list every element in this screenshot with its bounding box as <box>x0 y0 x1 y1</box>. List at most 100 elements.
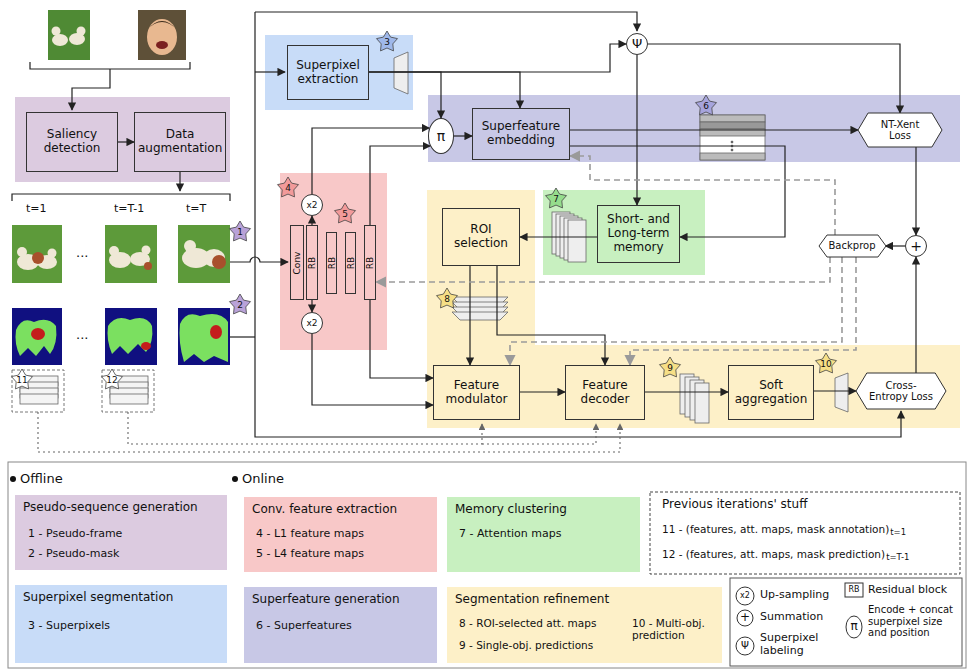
text-group: Cross-Entropy Loss <box>869 380 933 403</box>
legend-label: Up-sampling <box>760 589 829 602</box>
symbol-glyph: Ψ <box>741 640 749 652</box>
feature-stack <box>12 52 848 423</box>
feature-stack <box>102 370 154 412</box>
text-label: 7 - Attention maps <box>459 528 561 541</box>
flow-arrow <box>520 236 597 237</box>
legend-frame <box>845 583 863 597</box>
pseudo-frame <box>178 225 230 283</box>
node-label: RB <box>345 257 355 269</box>
flow-arrow <box>648 44 900 113</box>
callout-number: 9 <box>667 363 673 373</box>
legend-label: Residual block <box>868 584 947 597</box>
loss-hexagon: NT-Xent Loss <box>858 113 942 147</box>
operator-circle: Ψ <box>626 33 648 55</box>
legend-label: Summation <box>760 611 823 624</box>
flow-arrow <box>311 216 312 225</box>
process-box: Superpixel extraction <box>287 45 369 100</box>
callout-star <box>660 357 681 377</box>
text-label: t=1 <box>26 203 47 216</box>
wire <box>72 69 110 110</box>
pseudo-mask <box>12 308 230 365</box>
text-group: Superpixel extraction <box>291 59 365 87</box>
callout-star <box>335 203 356 223</box>
wire <box>230 336 255 337</box>
node-label: Data augmentation <box>138 128 222 156</box>
text-group: + <box>910 238 922 254</box>
text-group: Feature decoder <box>569 379 641 407</box>
legend-frame <box>736 637 754 655</box>
node-label: Feature decoder <box>569 379 641 407</box>
feature-stack <box>835 373 848 412</box>
region-band <box>427 190 960 428</box>
symbol-glyph: + <box>740 611 750 625</box>
process-box: Short- and Long-term memory <box>597 205 680 263</box>
feature-stack <box>731 141 733 143</box>
callout-star <box>546 188 567 208</box>
feature-stack <box>20 394 58 404</box>
node-label: Saliency detection <box>30 128 114 156</box>
text-label: ... <box>76 246 88 261</box>
input-photo <box>48 10 90 60</box>
hexagon-outline <box>819 235 886 257</box>
legend-label: Memory clustering <box>455 502 632 516</box>
pseudo-mask <box>180 314 229 362</box>
text-label: Offline <box>20 472 63 487</box>
pseudo-mask <box>12 308 62 365</box>
hexagon-outline <box>856 373 946 409</box>
pseudo-frame <box>32 252 44 264</box>
callout-number: 10 <box>820 359 831 369</box>
text-group: RB <box>345 257 355 269</box>
input-photo <box>147 21 177 30</box>
backprop-arrow <box>510 257 842 365</box>
flow-arrow <box>118 141 134 142</box>
node-label: Ψ <box>632 37 642 52</box>
callout-number: 11 <box>16 375 27 385</box>
backprop-arrow <box>630 257 856 365</box>
pseudo-frame <box>12 225 230 283</box>
pseudo-frame <box>17 247 27 257</box>
text-group: Superfeature embedding <box>476 120 566 148</box>
wire <box>30 62 190 69</box>
callout-star <box>437 288 458 308</box>
subscript: t=1 <box>890 528 906 538</box>
text-label: 11 - (features, att. maps, mask annotati… <box>662 523 889 535</box>
text-group: ROI selection <box>446 223 516 251</box>
text-group: Conv <box>292 251 302 274</box>
pseudo-mask <box>178 308 230 365</box>
process-box: Soft aggregation <box>728 365 814 420</box>
layer-block: RB <box>306 225 318 300</box>
pseudo-frame <box>109 246 119 256</box>
dotted-wire <box>38 412 620 452</box>
feature-stack <box>700 115 765 160</box>
pseudo-frame <box>142 246 151 255</box>
pseudo-frame <box>12 225 62 283</box>
process-box: Feature modulator <box>433 365 520 420</box>
feature-stack <box>700 115 765 122</box>
text-label: 8 - ROI-selected att. maps <box>459 617 596 629</box>
pseudo-mask <box>141 342 151 350</box>
text-group: Feature modulator <box>437 379 516 407</box>
callout-number: 1 <box>237 227 243 237</box>
text-group: RB <box>365 256 375 268</box>
layer-block: RB <box>364 225 376 300</box>
text-group: NT-Xent Loss <box>870 119 930 142</box>
text-label: t=T <box>186 203 206 216</box>
text-group: Backprop <box>829 240 876 252</box>
input-photo <box>147 19 177 55</box>
region-band <box>543 190 705 275</box>
text-group: Short- and Long-term memory <box>601 213 676 254</box>
dotted-wire <box>38 412 620 452</box>
feature-stack <box>700 122 765 129</box>
wire <box>255 71 285 72</box>
text-label: Previous iterations' stuff <box>662 498 807 512</box>
legend-label: Superpixel labeling <box>760 632 830 657</box>
node-label: Backprop <box>829 240 876 252</box>
text-group: Saliency detection <box>30 128 114 156</box>
node-label: x2 <box>306 318 317 328</box>
legend-label: Superpixel segmentation <box>23 590 219 604</box>
layer-block: Conv <box>290 225 304 300</box>
callout-star <box>230 221 251 241</box>
pseudo-mask <box>210 325 222 339</box>
callout-star <box>696 95 717 115</box>
